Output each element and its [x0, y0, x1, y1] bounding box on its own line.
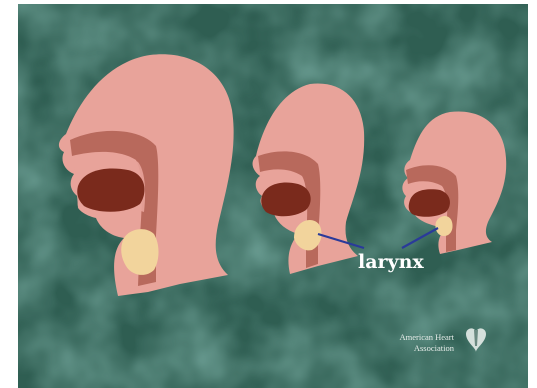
larynx-label: larynx — [358, 251, 424, 273]
aha-logo-line1: American Heart — [399, 332, 454, 342]
head-adult-tongue — [77, 169, 144, 212]
head-child-tongue — [261, 183, 310, 217]
aha-logo-line2: Association — [414, 343, 455, 353]
